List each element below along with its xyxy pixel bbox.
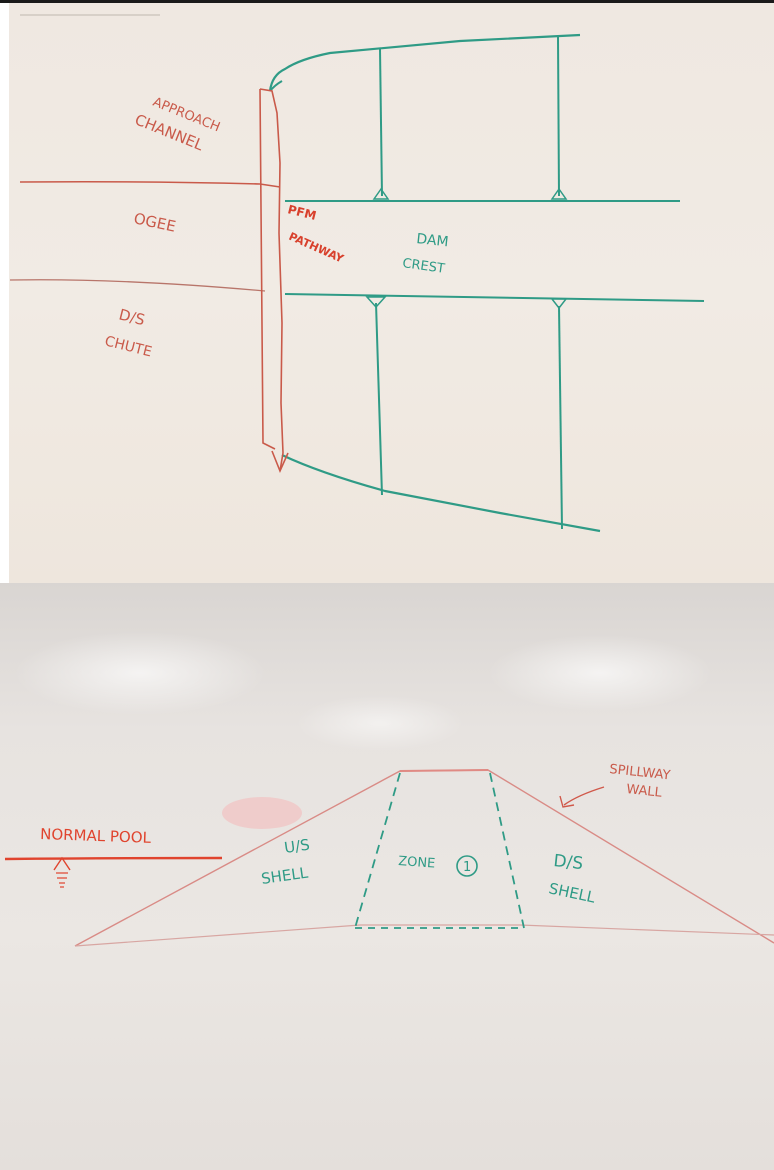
ds-shell-label-line1: D/S bbox=[552, 851, 584, 874]
ogee-label: OGEE bbox=[132, 209, 177, 235]
whiteboard-photo-section: NORMAL POOL U/S SHELL ZONE 1 D/S SHELL S… bbox=[0, 583, 774, 1170]
us-shell-label-line2: SHELL bbox=[260, 864, 310, 888]
spillway-arrow bbox=[563, 786, 605, 806]
core-downstream-edge bbox=[489, 772, 525, 929]
ds-chute-label-line1: D/S bbox=[117, 305, 147, 329]
us-shell-label-line1: U/S bbox=[283, 836, 311, 857]
crest-line bbox=[399, 769, 489, 772]
downstream-post-2 bbox=[558, 305, 563, 530]
water-level-symbol bbox=[53, 856, 71, 871]
downstream-post-1 bbox=[375, 302, 383, 496]
pfm-label-line1: PFM bbox=[286, 202, 317, 223]
upstream-post-1 bbox=[379, 48, 383, 197]
approach-divider-line bbox=[19, 180, 281, 188]
spillway-label-line2: WALL bbox=[626, 782, 664, 801]
normal-pool-label: NORMAL POOL bbox=[40, 825, 152, 847]
core-upstream-edge bbox=[354, 772, 401, 929]
section-sketch: NORMAL POOL U/S SHELL ZONE 1 D/S SHELL S… bbox=[4, 762, 774, 947]
pfm-arrow-head bbox=[271, 450, 289, 474]
zone-label: ZONE bbox=[398, 854, 436, 872]
photo-edge bbox=[0, 3, 9, 583]
dam-crest-label-line1: DAM bbox=[416, 231, 450, 250]
upstream-outline bbox=[268, 33, 581, 92]
normal-pool-line bbox=[4, 856, 223, 861]
zone-number: 1 bbox=[463, 860, 471, 875]
whiteboard-photo-plan: APPROACH CHANNEL OGEE D/S CHUTE PFM PATH… bbox=[0, 0, 774, 583]
ds-chute-label-line2: CHUTE bbox=[103, 333, 153, 360]
eraser-smudge bbox=[222, 797, 302, 829]
dam-crest-label-line2: CREST bbox=[401, 256, 445, 277]
downstream-outline bbox=[281, 454, 601, 533]
plan-sketch: APPROACH CHANNEL OGEE D/S CHUTE PFM PATH… bbox=[9, 14, 705, 533]
pfm-pathway-right bbox=[259, 88, 284, 472]
approach-channel-label: APPROACH CHANNEL bbox=[132, 95, 222, 155]
ds-shell-label-line2: SHELL bbox=[547, 879, 597, 907]
embankment-base bbox=[74, 924, 774, 947]
crest-downstream-line bbox=[284, 293, 705, 302]
chute-divider-line bbox=[9, 279, 266, 292]
zone-number-circle bbox=[456, 855, 478, 877]
spillway-label-line1: SPILLWAY bbox=[609, 762, 671, 783]
pfm-label-line2: PATHWAY bbox=[287, 230, 347, 266]
pfm-pathway-left bbox=[259, 88, 276, 450]
upstream-post-2 bbox=[557, 36, 560, 197]
